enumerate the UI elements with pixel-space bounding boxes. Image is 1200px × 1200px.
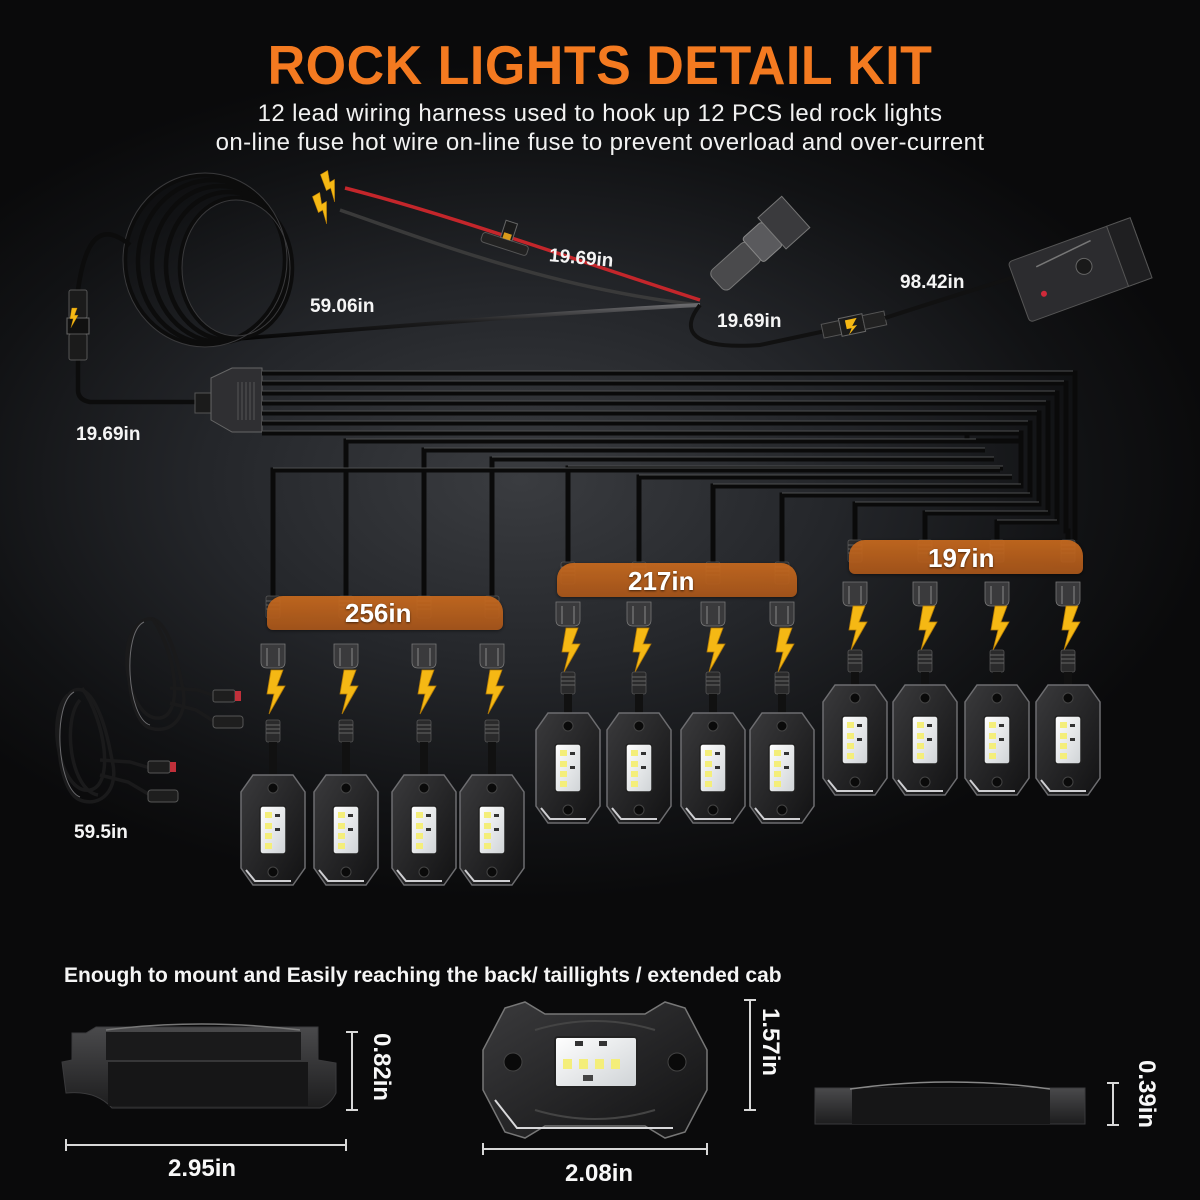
light-group-2: [535, 561, 815, 824]
thin-profile-drawing: [814, 1081, 1086, 1125]
top-width-label: 2.08in: [565, 1160, 634, 1187]
black-ground-wire: [339, 208, 701, 307]
page-title: ROCK LIGHTS DETAIL KIT: [267, 35, 933, 97]
extension-plug-icon: [147, 689, 244, 803]
group-length-label: 197in: [928, 543, 995, 573]
controller-box-icon: [1008, 217, 1153, 322]
subtitle-line-1: 12 lead wiring harness used to hook up 1…: [257, 100, 943, 127]
controller-connector-icon: [820, 310, 888, 339]
harness-wire-highlights: [262, 370, 1073, 521]
extension-cables-icon: [55, 616, 216, 804]
group-band-197: [849, 540, 1083, 574]
side-width-label: 2.95in: [168, 1155, 237, 1182]
splitter-hub-icon: [194, 367, 263, 433]
relay-connector-icon: [710, 195, 811, 291]
extension-cable-length: 59.5in: [74, 822, 128, 843]
subtitle-line-2: on-line fuse hot wire on-line fuse to pr…: [215, 129, 985, 156]
top-view-drawing: [482, 1001, 708, 1139]
group-band-217: [557, 563, 797, 597]
inline-connector-icon: [66, 289, 90, 361]
group-band-256: [267, 596, 503, 630]
dimension-line: [65, 1031, 358, 1151]
thin-height-label: 0.39in: [1133, 1060, 1160, 1129]
group-length-label: 256in: [345, 598, 412, 628]
controller-cable-length: 98.42in: [900, 272, 965, 293]
mounting-note: Enough to mount and Easily reaching the …: [64, 964, 782, 987]
light-group-1: [240, 595, 525, 886]
bolt-icon: [317, 169, 345, 203]
inline-fuse-icon: [480, 219, 529, 256]
splitter-lead-length: 19.69in: [76, 424, 141, 445]
main-cable-length: 59.06in: [310, 296, 375, 317]
group-length-label: 217in: [628, 566, 695, 596]
harness-wires: [262, 370, 1078, 596]
top-height-label: 1.57in: [757, 1008, 784, 1077]
light-group-3: [822, 539, 1101, 796]
side-height-label: 0.82in: [368, 1033, 395, 1102]
bolt-icon: [309, 191, 337, 225]
controller-lead-length: 19.69in: [717, 311, 782, 332]
coiled-cable-icon: [122, 172, 295, 348]
side-profile-drawing: [61, 1023, 337, 1109]
